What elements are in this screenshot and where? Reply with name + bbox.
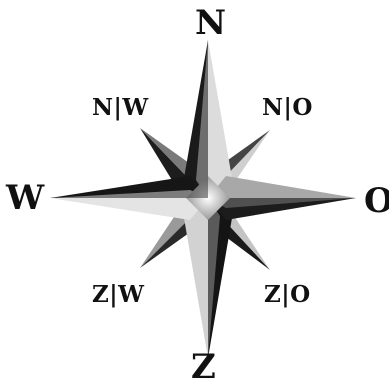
label-south-west: Z|W [92, 283, 145, 306]
point-north [184, 40, 232, 198]
label-north: N [195, 6, 226, 40]
point-east [208, 176, 356, 220]
label-west: W [6, 181, 44, 215]
label-south-east: Z|O [264, 283, 311, 306]
label-south: Z [191, 350, 216, 384]
label-north-west: N|W [92, 96, 149, 119]
label-east: O [364, 184, 389, 218]
point-west [50, 176, 208, 220]
label-north-east: N|O [262, 96, 313, 119]
point-south [184, 198, 232, 358]
